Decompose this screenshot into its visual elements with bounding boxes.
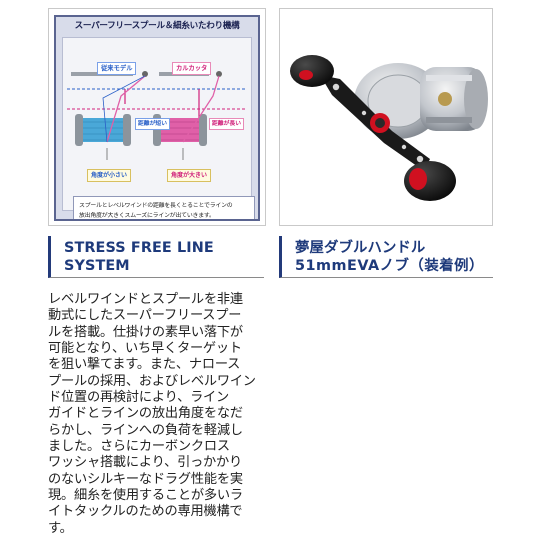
label-conventional-model: 従来モデル: [97, 62, 137, 75]
description-line: ました。さらにカーボンクロス: [48, 439, 230, 455]
description-line: ド位置の再検討により、ライン: [48, 390, 230, 406]
line-angle-calcutta: [182, 75, 220, 143]
spool-conventional: [75, 114, 131, 146]
diagram-card: スーパーフリースプール＆細糸いたわり機構: [48, 8, 266, 226]
heading-line: 51mmEVAノブ（装着例）: [295, 258, 484, 274]
reel-photo-card: [279, 8, 493, 226]
description-line: ワッシャ搭載により、引っかかり: [48, 455, 243, 471]
description-line: 動式にしたスーパーフリースプー: [48, 308, 242, 324]
knob-top: [290, 55, 334, 87]
knob-bottom: [404, 161, 456, 201]
description-line: 現。細糸を使用することが多いラ: [48, 488, 243, 504]
description-line: プールの採用、およびレベルワイン: [48, 373, 256, 389]
stress-free-line-heading: STRESS FREE LINE SYSTEM: [48, 236, 264, 278]
description-line: ルを搭載。仕掛けの素早い落下が: [48, 324, 243, 340]
drag-star-gold: [438, 92, 452, 106]
double-handle-heading: 夢屋ダブルハンドル 51mmEVAノブ（装着例）: [279, 236, 493, 278]
diagram-note: スプールとレベルワインドの距離を長くとることでラインの 放出角度が大きくスムーズ…: [73, 196, 255, 219]
description-line: を狙い撃てます。また、ナロース: [48, 357, 241, 373]
stress-free-line-diagram: スーパーフリースプール＆細糸いたわり機構: [54, 15, 260, 221]
line-guide-conventional: [102, 75, 146, 143]
diagram-panel: 従来モデル カルカッタ 距離が短い 距離が長い 角度が小さい 角度が大きい スプ…: [62, 37, 255, 219]
double-handle: [320, 75, 430, 171]
diagram-note-line: スプールとレベルワインドの距離を長くとることでラインの: [79, 203, 233, 209]
description-line: レベルワインドとスプールを非連: [48, 292, 243, 307]
label-distance-long: 距離が長い: [209, 118, 244, 130]
diagram-drawing: [67, 71, 247, 160]
label-angle-large: 角度が大きい: [167, 169, 212, 182]
line-angle-conventional: [106, 75, 146, 143]
label-distance-short: 距離が短い: [135, 118, 170, 130]
diagram-title: スーパーフリースプール＆細糸いたわり機構: [74, 21, 240, 31]
diagram-note-line: 放出角度が大きくスムーズにラインが出ていきます。: [79, 213, 215, 219]
feature-description: レベルワインドとスプールを非連 動式にしたスーパーフリースプー ルを搭載。仕掛け…: [48, 292, 268, 537]
description-line: のないシルキーなドラグ性能を実: [48, 471, 243, 487]
label-angle-small: 角度が小さい: [87, 169, 132, 182]
guide-dot-calcutta: [216, 71, 222, 77]
heading-line: STRESS FREE LINE: [64, 240, 214, 256]
label-calcutta-model: カルカッタ: [172, 62, 212, 75]
heading-line: SYSTEM: [64, 258, 130, 274]
description-line: す。: [48, 520, 73, 536]
heading-line: 夢屋ダブルハンドル: [295, 240, 426, 256]
guide-dot-conventional: [142, 71, 148, 77]
description-line: らかし、ラインへの負荷を軽減し: [48, 422, 243, 438]
description-line: ガイドとラインの放出角度をなだ: [48, 406, 243, 422]
description-line: イトタックルのための専用機構で: [48, 504, 243, 520]
reel-photo: [290, 55, 488, 201]
description-line: 可能となり、いち早くターゲット: [48, 341, 242, 357]
